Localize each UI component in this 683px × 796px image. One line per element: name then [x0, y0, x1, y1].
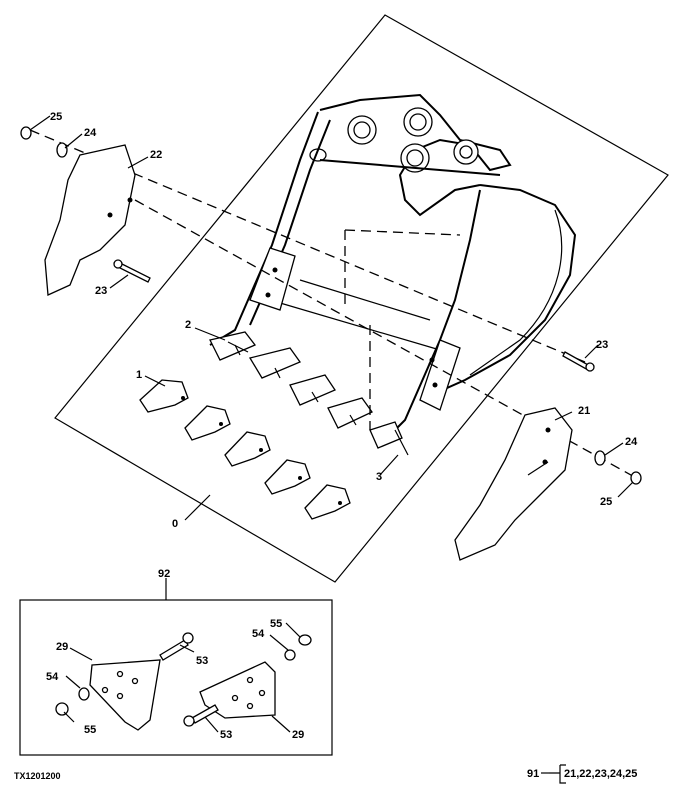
callout-23-right: 23: [596, 339, 608, 351]
callout-22: 22: [150, 149, 162, 161]
callout-3: 3: [376, 471, 382, 483]
callout-21: 21: [578, 405, 590, 417]
kit-callout-leaders: [63, 622, 301, 733]
figure-id: TX1201200: [14, 771, 61, 781]
callout-leaders: [29, 115, 634, 600]
callout-54-right: 54: [252, 628, 265, 640]
washer-24-right: [594, 450, 606, 466]
callout-29-left: 29: [56, 641, 68, 653]
callout-24-right: 24: [625, 436, 638, 448]
callout-24: 24: [84, 127, 97, 139]
nut-55-right: [298, 634, 312, 646]
bucket-body: [209, 111, 577, 441]
tooth-adapters: [209, 331, 403, 449]
kit-92-box: [19, 599, 333, 756]
tooth-pins: [227, 341, 409, 456]
side-cutter-22: [44, 144, 136, 296]
mount-plate-29-right: [199, 661, 276, 719]
callout-54-left: 54: [46, 671, 59, 683]
nut-25-right: [630, 471, 642, 485]
bucket-teeth: [139, 379, 351, 520]
washer-54-right: [284, 649, 296, 661]
callout-53-lower: 53: [220, 729, 232, 741]
callout-92: 92: [158, 568, 170, 580]
callout-29-right: 29: [292, 729, 304, 741]
bolt-53-upper: [159, 639, 189, 661]
callout-0: 0: [172, 518, 178, 530]
kit-parts-list: 21,22,23,24,25: [564, 768, 637, 780]
callout-1: 1: [136, 369, 142, 381]
callout-23: 23: [95, 285, 107, 297]
callout-55-right: 55: [270, 618, 282, 630]
kit-bracket: [549, 764, 566, 784]
mount-plate-29-left: [89, 659, 161, 731]
callout-2: 2: [185, 319, 191, 331]
kit-number: 91: [527, 768, 539, 780]
callout-25: 25: [50, 111, 62, 123]
bucket-linkage: [309, 93, 512, 217]
nut-55-left: [55, 702, 69, 716]
washer-24-left: [56, 142, 68, 158]
callout-55-left: 55: [84, 724, 96, 736]
bolt-53-lower: [191, 704, 219, 724]
bucket-assembly-outline: [54, 14, 669, 583]
washer-54-left: [78, 687, 90, 701]
nut-25-left: [20, 126, 32, 140]
side-cutter-21: [454, 407, 573, 561]
callout-25-right: 25: [600, 496, 612, 508]
callout-53-upper: 53: [196, 655, 208, 667]
